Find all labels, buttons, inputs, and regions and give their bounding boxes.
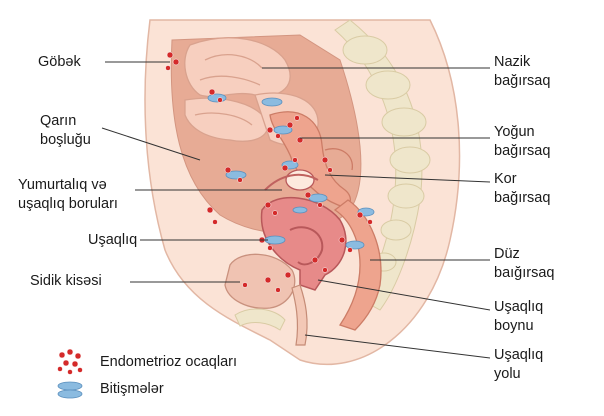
label-sidik: Sidik kisəsi (30, 273, 102, 289)
label-nazik-line2: bağırsaq (494, 73, 551, 89)
endometriosis-lesions (165, 51, 373, 293)
bladder (224, 253, 296, 309)
legend-endometrioz: Endometrioz ocaqları (100, 354, 238, 370)
ovary-tube (264, 169, 319, 191)
label-qarin-line1: Qarın (40, 113, 77, 129)
label-gobek: Göbək (38, 54, 81, 70)
vagina (291, 284, 308, 346)
uterus (260, 197, 347, 291)
label-yogun-line2: bağırsaq (494, 143, 551, 159)
label-nazik-line1: Nazik (494, 54, 531, 70)
label-duz-line1: Düz (494, 246, 520, 262)
label-yumurtaliq-line1: Yumurtalıq və (18, 177, 107, 193)
label-boynu-line2: boynu (494, 318, 534, 334)
leader-lines (101, 61, 491, 359)
label-duz-line2: baığırsaq (494, 265, 555, 281)
label-kor-line1: Kor (494, 171, 517, 187)
label-usaqliq: Uşaqlıq (88, 232, 138, 248)
label-yumurtaliq-line2: uşaqlıq boruları (18, 196, 118, 212)
label-kor-line2: bağırsaq (494, 190, 551, 206)
legend-bitismeler: Bitişmələr (100, 381, 164, 397)
label-yolu-line1: Uşaqlıq (494, 347, 544, 363)
label-qarin-line2: boşluğu (40, 132, 91, 148)
label-yolu-line2: yolu (494, 366, 521, 382)
legend-adhesion-swatch (57, 381, 83, 399)
pubic-bone (234, 308, 286, 331)
label-boynu-line1: Uşaqlıq (494, 299, 544, 315)
legend-lesion-swatch (57, 348, 83, 375)
label-yogun-line1: Yoğun (494, 124, 535, 140)
